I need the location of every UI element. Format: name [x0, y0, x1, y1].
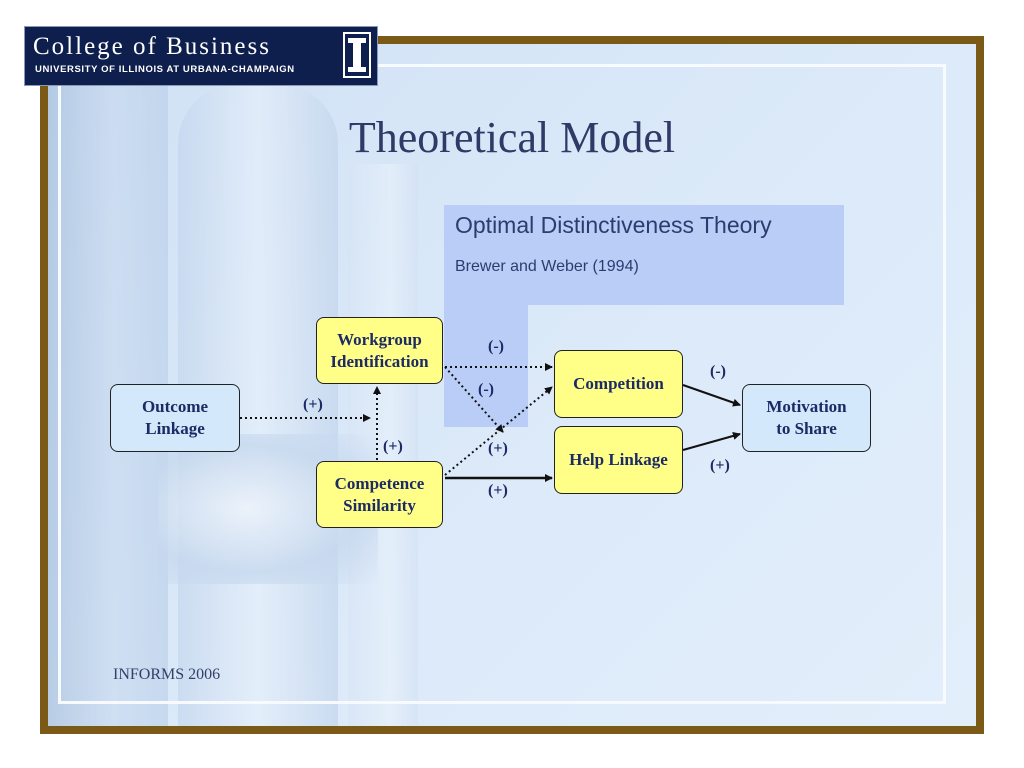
illinois-block-i-icon — [343, 32, 371, 78]
node-label-line: Linkage — [145, 419, 205, 438]
node-label-line: Competition — [573, 374, 664, 393]
logo-college-name: College of Business — [33, 33, 271, 60]
arrow-workgroup-to-help — [444, 366, 504, 433]
inner-border — [58, 64, 946, 704]
edge-label-outcome: (+) — [303, 396, 323, 413]
node-label-line: Outcome — [141, 397, 209, 416]
slide-title: Theoretical Model — [348, 113, 676, 162]
node-label-line: Workgroup — [337, 329, 422, 349]
edge-label-competence-workgroup: (+) — [383, 438, 403, 455]
node-motivation-to-share: Motivation to Share — [742, 384, 871, 452]
node-label-line: Competence — [334, 473, 425, 493]
arrow-competition-to-motivation — [682, 384, 741, 407]
edge-label-competition-motivation: (-) — [710, 363, 726, 380]
theory-title: Optimal Distinctiveness Theory — [455, 212, 772, 238]
node-label-line: Help Linkage — [569, 450, 668, 469]
logo-university-name: UNIVERSITY OF ILLINOIS AT URBANA-CHAMPAI… — [35, 64, 295, 75]
arrow-competence-to-competition — [444, 386, 553, 476]
edge-label-competence-competition: (+) — [488, 440, 508, 457]
edge-label-competence-help: (+) — [488, 482, 508, 499]
node-label-line: to Share — [776, 419, 837, 438]
edge-label-workgroup-competition: (-) — [488, 338, 504, 355]
theory-highlight-box — [444, 205, 844, 305]
edge-label-help-motivation: (+) — [710, 457, 730, 474]
node-help-linkage: Help Linkage — [554, 426, 683, 494]
node-label-line: Identification — [330, 351, 429, 371]
node-label-line: Motivation — [766, 397, 847, 416]
arrow-help-to-motivation — [682, 432, 741, 451]
node-competition: Competition — [554, 350, 683, 418]
college-logo: College of Business UNIVERSITY OF ILLINO… — [24, 26, 378, 86]
edge-label-workgroup-help: (-) — [478, 381, 494, 398]
node-label-line: Similarity — [343, 495, 416, 515]
theory-citation: Brewer and Weber (1994) — [455, 258, 639, 275]
footer-conference: INFORMS 2006 — [113, 666, 221, 683]
